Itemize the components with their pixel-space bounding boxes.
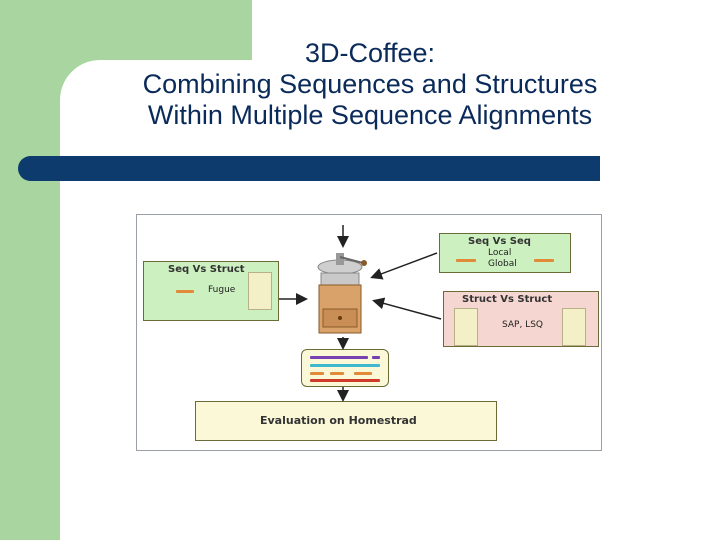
fugue-label: Fugue (208, 285, 236, 295)
seq-vs-struct-box: Seq Vs Struct Fugue (143, 261, 279, 321)
evaluation-label: Evaluation on Homestrad (260, 414, 417, 427)
seq-dash (176, 290, 194, 293)
evaluation-box: Evaluation on Homestrad (195, 401, 497, 441)
seq-dash-right (534, 259, 554, 262)
struct-struct-arrow (372, 297, 442, 320)
corner-curve (60, 60, 120, 120)
diagram-arrows (279, 225, 442, 402)
alignment-row (372, 356, 380, 359)
local-label: Local (488, 248, 512, 258)
coffee-grinder-icon (313, 251, 367, 337)
seq-dash-left (456, 259, 476, 262)
title-divider-bar (18, 156, 600, 181)
alignment-row (330, 372, 344, 375)
left-sidebar-band (0, 0, 60, 540)
seq-vs-seq-header: Seq Vs Seq (468, 236, 531, 247)
protein-structure-icon (562, 308, 586, 346)
seq-vs-struct-header: Seq Vs Struct (168, 264, 245, 275)
slide-title: 3D-Coffee: Combining Sequences and Struc… (70, 38, 670, 131)
alignment-row (310, 379, 380, 382)
title-line-1: 3D-Coffee: (304, 38, 436, 68)
alignment-row (354, 372, 372, 375)
alignment-row (310, 372, 324, 375)
alignment-row (310, 356, 368, 359)
top-left-band (60, 0, 252, 60)
title-line-3: Within Multiple Sequence Alignments (147, 100, 593, 130)
seq-vs-seq-box: Seq Vs Seq Local Global (439, 233, 571, 273)
seq-seq-arrow (370, 252, 438, 280)
title-line-2: Combining Sequences and Structures (142, 69, 598, 99)
alignment-row (310, 364, 380, 367)
protein-structure-icon (454, 308, 478, 346)
struct-vs-struct-box: Struct Vs Struct SAP, LSQ (443, 291, 599, 347)
diagram-figure: Seq Vs Struct Fugue Seq Vs Seq Local Glo… (136, 214, 602, 451)
alignment-output-box (301, 349, 389, 387)
struct-vs-struct-header: Struct Vs Struct (462, 294, 553, 305)
protein-structure-icon (248, 272, 272, 310)
global-label: Global (488, 259, 517, 269)
sap-lsq-label: SAP, LSQ (502, 320, 543, 330)
